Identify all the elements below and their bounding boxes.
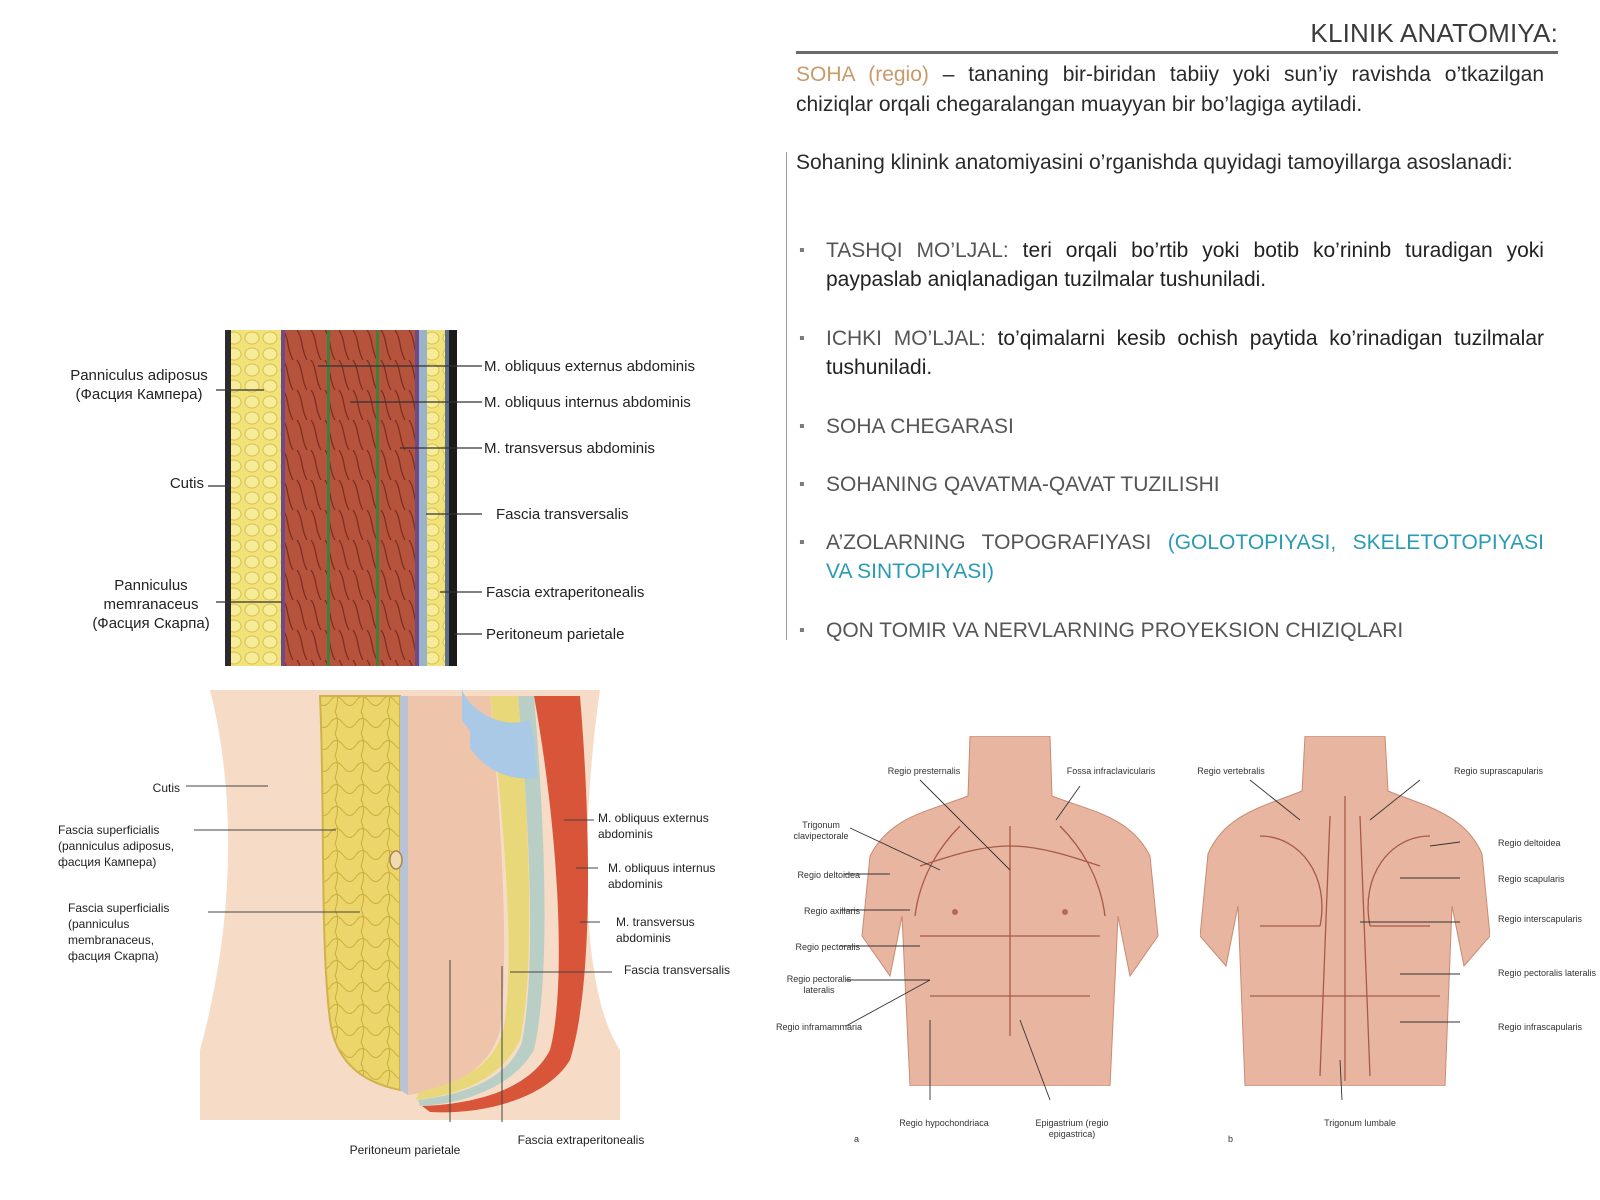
- region-label-pectoralis-lateralis-back: Regio pectoralis lateralis: [1498, 968, 1597, 978]
- bullet-icon: ▪: [799, 242, 805, 259]
- region-label-epigastrium: Epigastrium (regio epigastrica): [1035, 1118, 1109, 1139]
- definition-text: – tananing bir-biridan tabiiy yoki sun’i…: [796, 63, 1544, 116]
- label-fascia-transversalis: Fascia transversalis: [496, 506, 629, 523]
- section-label-fascia-extraperitonealis: Fascia extraperitonealis: [517, 1133, 645, 1147]
- label-panniculus-membranaceus: Panniculus memranaceus (Фасция Скарпа): [92, 577, 210, 632]
- section-label-peritoneum-parietale: Peritoneum parietale: [349, 1143, 461, 1157]
- section-leader-lines: [186, 785, 612, 1122]
- label-peritoneum-parietale: Peritoneum parietale: [486, 626, 625, 643]
- section-label-fascia-superficialis-membranaceus: Fascia superficialis (panniculus membran…: [68, 901, 170, 963]
- region-label-deltoidea-front: Regio deltoidea: [797, 870, 860, 880]
- list-item: ▪ICHKI MO’LJAL: to’qimalarni kesib ochis…: [796, 324, 1544, 412]
- section-label-fascia-superficialis-adiposus: Fascia superficialis (panniculus adiposu…: [58, 823, 175, 869]
- region-label-suprascapularis: Regio suprascapularis: [1454, 766, 1544, 776]
- label-cutis: Cutis: [169, 475, 204, 492]
- definition-paragraph: SOHA (regio) – tananing bir-biridan tabi…: [796, 60, 1544, 120]
- region-label-trigonum-lumbale: Trigonum lumbale: [1324, 1118, 1396, 1128]
- section-label-transversus: M. transversus abdominis: [616, 915, 695, 945]
- page-title: KLINIK ANATOMIYA:: [1310, 18, 1558, 48]
- section-label-fascia-transversalis: Fascia transversalis: [624, 963, 731, 977]
- section-label-obliquus-externus: M. obliquus externus abdominis: [598, 811, 709, 841]
- label-transversus: M. transversus abdominis: [484, 440, 655, 457]
- region-label-inframammaria: Regio inframammaria: [775, 1022, 863, 1032]
- region-label-deltoidea-back: Regio deltoidea: [1498, 838, 1561, 848]
- region-label-interscapularis: Regio interscapularis: [1498, 914, 1583, 924]
- label-fascia-extraperitonealis: Fascia extraperitonealis: [486, 584, 645, 601]
- region-label-infrascapularis: Regio infrascapularis: [1498, 1022, 1583, 1032]
- bullet-icon: ▪: [799, 534, 805, 551]
- header-divider: [796, 51, 1558, 54]
- bullet-icon: ▪: [799, 418, 805, 435]
- section-label-obliquus-internus: M. obliquus internus abdominis: [608, 861, 716, 891]
- region-label-pectoralis-lateralis-front: Regio pectoralis lateralis: [786, 974, 852, 995]
- layers-diagram: [225, 330, 457, 666]
- region-label-pectoralis: Regio pectoralis: [795, 942, 860, 952]
- section-diagram: [200, 690, 620, 1120]
- definition-term: SOHA (regio): [796, 63, 929, 86]
- list-item: ▪QON TOMIR VA NERVLARNING PROYEKSION CHI…: [796, 616, 1544, 645]
- regions-leader-lines: [840, 779, 1461, 1101]
- layers-leader-lines: [208, 365, 482, 635]
- region-label-clavipectorale: Trigonum clavipectorale: [793, 820, 849, 841]
- region-label-infraclavicularis: Fossa infraclavicularis: [1066, 766, 1156, 776]
- list-item: ▪SOHA CHEGARASI: [796, 412, 1544, 470]
- regions-back-diagram: [1200, 736, 1490, 1086]
- bullet-icon: ▪: [799, 622, 805, 639]
- panel-letter-a: a: [854, 1134, 860, 1144]
- panel-letter-b: b: [1228, 1134, 1234, 1144]
- label-panniculus-adiposus: Panniculus adiposus (Фасция Кампера): [70, 367, 208, 403]
- list-item: ▪SOHANING QAVATMA-QAVAT TUZILISHI: [796, 470, 1544, 528]
- bullet-icon: ▪: [799, 330, 805, 347]
- vertical-divider: [786, 152, 787, 640]
- list-item: ▪A’ZOLARNING TOPOGRAFIYASI (GOLOTOPIYASI…: [796, 528, 1544, 616]
- regions-front-diagram: [861, 736, 1159, 1086]
- section-label-cutis: Cutis: [152, 781, 180, 795]
- list-item: ▪TASHQI MO’LJAL: teri orqali bo’rtib yok…: [796, 236, 1544, 324]
- region-label-scapularis: Regio scapularis: [1498, 874, 1565, 884]
- label-obliquus-internus: M. obliquus internus abdominis: [484, 394, 691, 411]
- region-label-axillaris: Regio axillaris: [803, 906, 860, 916]
- principles-intro: Sohaning klinink anatomiyasini o’rganish…: [796, 151, 1513, 174]
- region-label-vertebralis: Regio vertebralis: [1197, 766, 1265, 776]
- region-label-presternalis: Regio presternalis: [887, 766, 961, 776]
- principles-list: ▪TASHQI MO’LJAL: teri orqali bo’rtib yok…: [796, 236, 1544, 645]
- label-obliquus-externus: M. obliquus externus abdominis: [484, 358, 695, 375]
- region-label-hypochondriaca: Regio hypochondriaca: [899, 1118, 989, 1128]
- bullet-icon: ▪: [799, 476, 805, 493]
